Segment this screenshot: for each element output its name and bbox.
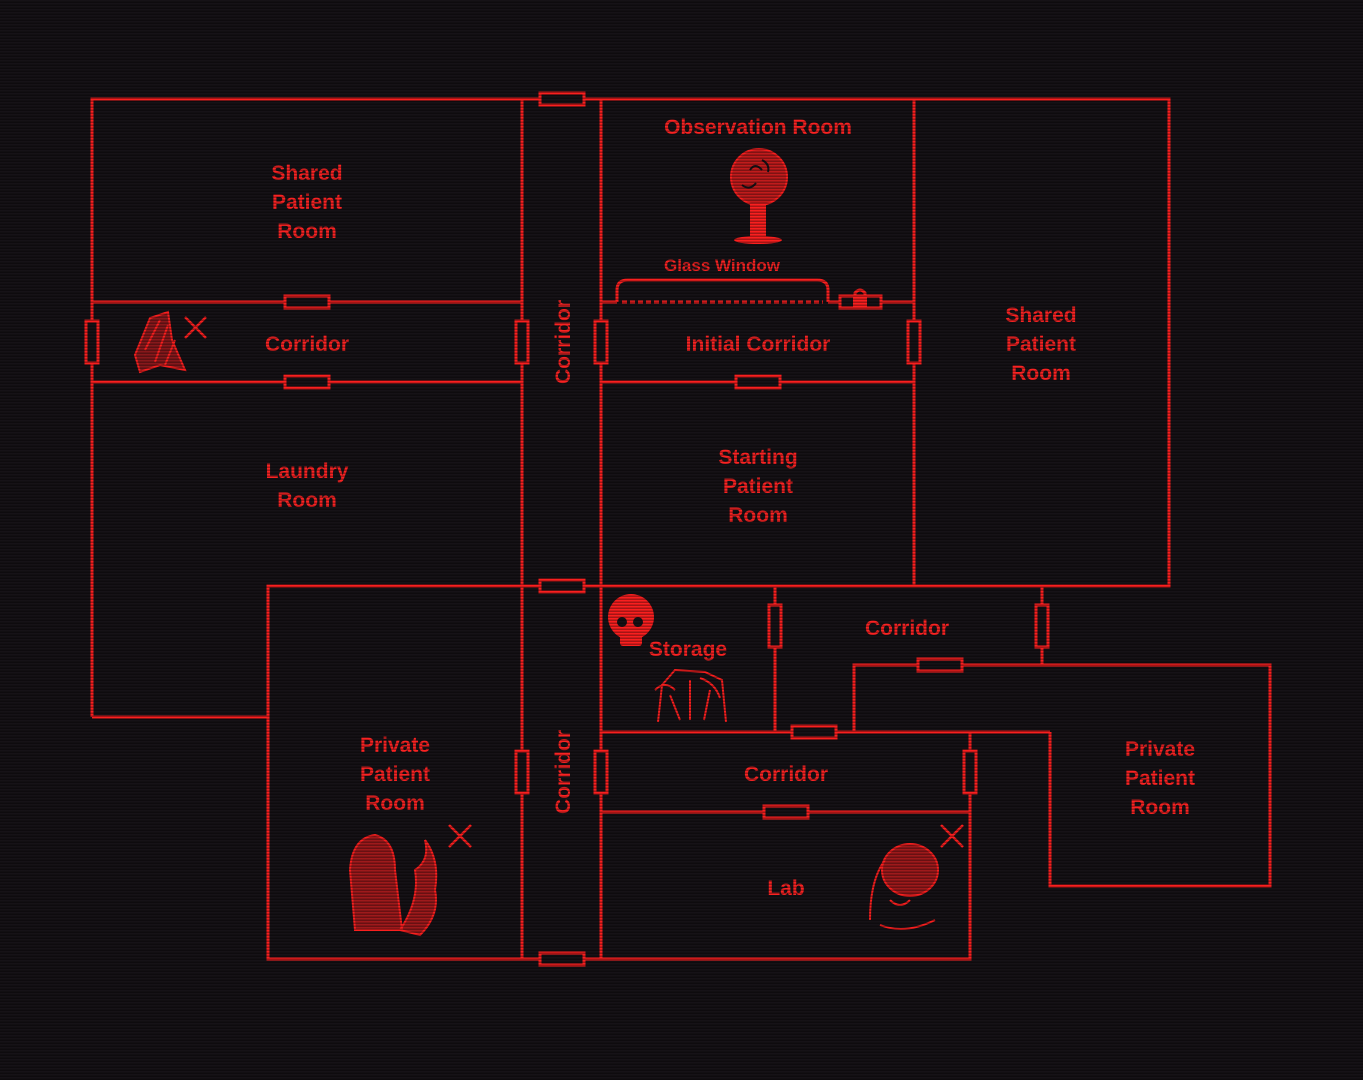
door[interactable] [906, 319, 922, 365]
monsters [133, 148, 939, 937]
door[interactable] [538, 951, 586, 967]
x-mark-icon [940, 824, 964, 848]
corridor-left-label: Corridor [265, 333, 349, 356]
door[interactable] [762, 804, 810, 820]
tree-monster-icon [730, 148, 788, 244]
door[interactable] [593, 749, 609, 795]
markers [184, 316, 964, 848]
doors [84, 91, 1050, 967]
flame-monster-icon [348, 833, 438, 937]
lock-icon [853, 288, 867, 309]
door[interactable] [767, 603, 783, 649]
locked-door[interactable] [838, 288, 883, 310]
x-mark-icon [448, 824, 472, 848]
initial-corridor-label: Initial Corridor [686, 333, 831, 356]
door[interactable] [538, 91, 586, 107]
door[interactable] [84, 319, 100, 365]
door[interactable] [514, 319, 530, 365]
storage-label: Storage [649, 638, 727, 661]
door[interactable] [916, 657, 964, 673]
door[interactable] [734, 374, 782, 390]
door[interactable] [1034, 603, 1050, 649]
skull-icon [608, 594, 654, 646]
observation-room-label: Observation Room [664, 116, 852, 139]
door[interactable] [283, 374, 331, 390]
crawler-monster-icon [654, 668, 727, 723]
door[interactable] [962, 749, 978, 795]
corridor-vertical-top-label: Corridor [552, 300, 575, 384]
moth-monster-icon [133, 310, 187, 374]
door[interactable] [283, 294, 331, 310]
corridor-vertical-bottom-label: Corridor [552, 730, 575, 814]
walls [90, 97, 1272, 961]
door[interactable] [514, 749, 530, 795]
skull-monster-icon [869, 843, 939, 930]
corridor-right-label: Corridor [865, 617, 949, 640]
x-mark-icon [184, 316, 207, 339]
corridor-middle-label: Corridor [744, 763, 828, 786]
door[interactable] [538, 578, 586, 594]
glass-window-label: Glass Window [664, 256, 781, 275]
door[interactable] [790, 724, 838, 740]
door[interactable] [593, 319, 609, 365]
lab-label: Lab [767, 877, 804, 900]
glass-window [615, 278, 830, 304]
